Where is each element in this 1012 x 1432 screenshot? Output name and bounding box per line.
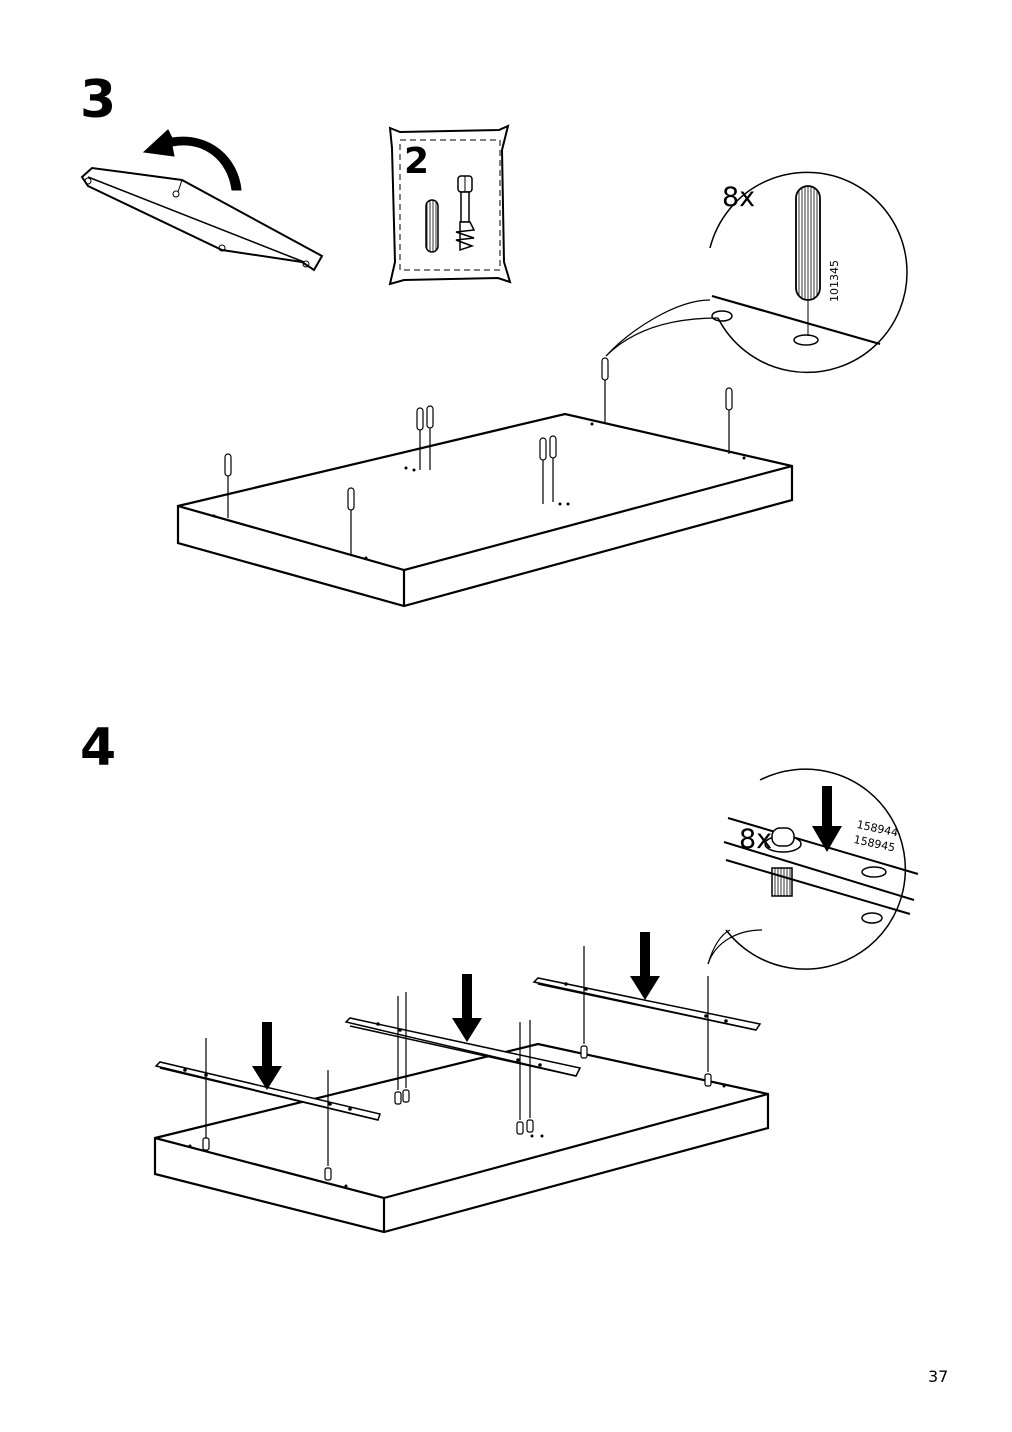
dowel-detail-icon — [795, 185, 821, 336]
page-number: 37 — [928, 1367, 949, 1386]
step3-base-panel — [176, 412, 794, 608]
step4-rail-holes — [183, 982, 728, 1111]
step-number: 4 — [80, 718, 116, 778]
press-down-arrow-icon — [812, 786, 842, 852]
wooden-dowel-icon — [425, 199, 439, 253]
press-down-arrow-icon — [630, 932, 660, 1000]
step4-detail-callout — [707, 768, 919, 970]
step-number: 3 — [80, 70, 116, 130]
dowel-pin — [601, 357, 609, 424]
rail — [344, 1017, 582, 1077]
step4-base-panel — [153, 1042, 770, 1234]
part-code: 101345 — [828, 260, 841, 302]
press-down-arrow-icon — [452, 974, 482, 1042]
rail — [154, 1061, 381, 1121]
press-down-arrow-icon — [252, 1022, 282, 1090]
quantity-callout: 8x — [739, 824, 773, 855]
rail — [532, 977, 762, 1031]
fittings-bag — [388, 124, 512, 286]
dowel-pin — [426, 405, 434, 470]
pack-count: 2 — [404, 141, 430, 182]
step4-holes — [188, 1084, 726, 1188]
dowel-pin — [224, 453, 232, 518]
quantity-callout: 8x — [722, 182, 756, 213]
dowel-pin — [549, 435, 557, 502]
dowel-pin — [347, 487, 355, 556]
dowel-pin — [539, 437, 547, 504]
cam-bolt-icon — [455, 175, 476, 252]
dowel-in-rail-icon — [764, 827, 802, 897]
step3-holes — [212, 422, 746, 560]
dowel-pin — [725, 387, 733, 454]
step3-detail-callout — [605, 171, 908, 374]
step4-rails — [154, 977, 762, 1121]
step3-dowels — [224, 357, 733, 556]
flip-arrow-icon — [142, 129, 242, 191]
step3-flip-panel — [80, 166, 324, 272]
step4-dowels — [202, 946, 712, 1181]
dowel-pin — [416, 407, 424, 470]
